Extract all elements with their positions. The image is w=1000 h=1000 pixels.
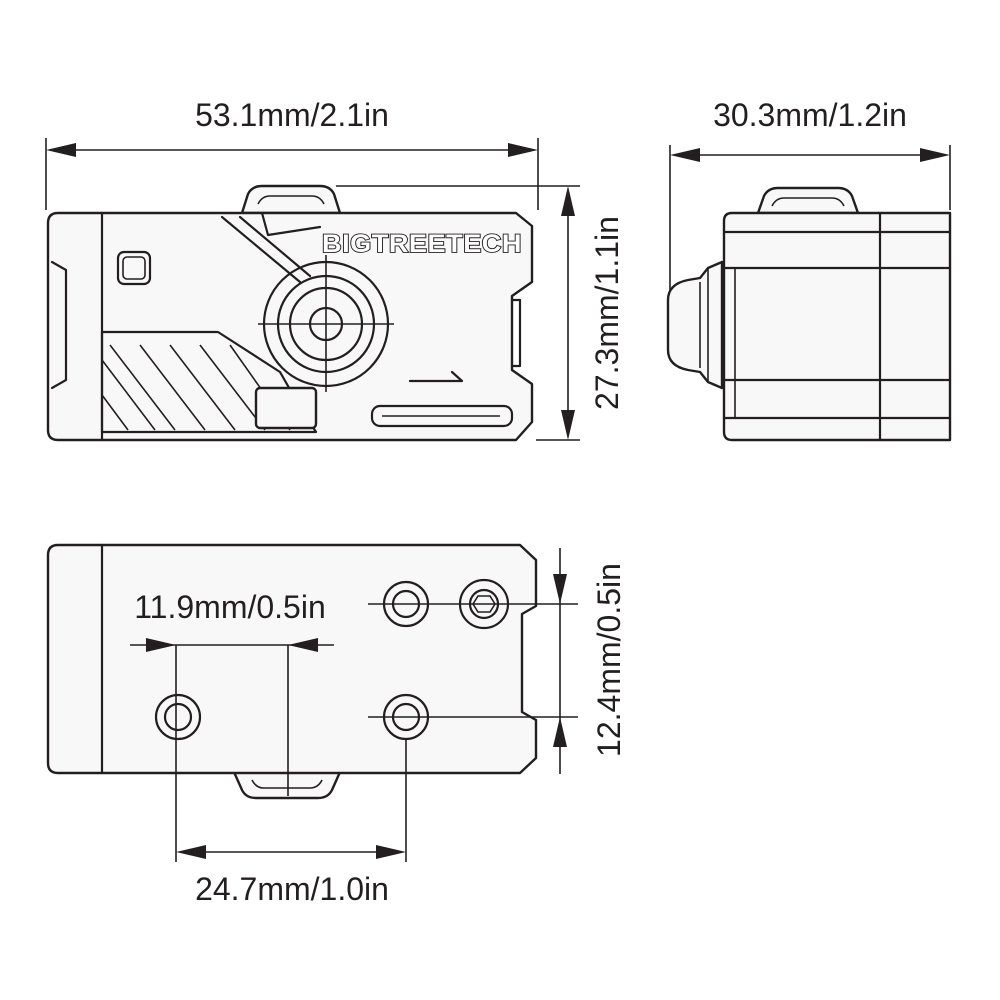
dimension-hole-spacing-small: 11.9mm/0.5in [130, 589, 334, 862]
button-square-icon [116, 250, 152, 286]
lens-icon [258, 255, 394, 392]
dimension-width-front: 53.1mm/2.1in [45, 97, 539, 210]
dimension-label: 30.3mm/1.2in [713, 97, 907, 133]
side-view [666, 186, 952, 442]
dimension-width-side: 30.3mm/1.2in [669, 97, 951, 292]
dimension-label: 11.9mm/0.5in [134, 589, 326, 625]
dimension-label: 24.7mm/1.0in [195, 871, 389, 907]
front-view: BIGTREETECH [46, 184, 534, 442]
dimension-hole-spacing-large: 24.7mm/1.0in [176, 740, 407, 907]
mount-hole-icon [154, 693, 202, 741]
dimension-label: 12.4mm/0.5in [591, 563, 627, 757]
bottom-view [46, 543, 538, 800]
brand-logo: BIGTREETECH [322, 230, 522, 258]
device-body-bottom [46, 543, 538, 775]
dimension-hole-spacing-vertical: 12.4mm/0.5in [368, 548, 627, 774]
dimension-height-front: 27.3mm/1.1in [336, 185, 625, 441]
direction-arrow-icon [408, 370, 464, 383]
dimension-label: 27.3mm/1.1in [589, 216, 625, 410]
dimension-label: 53.1mm/2.1in [195, 97, 389, 133]
